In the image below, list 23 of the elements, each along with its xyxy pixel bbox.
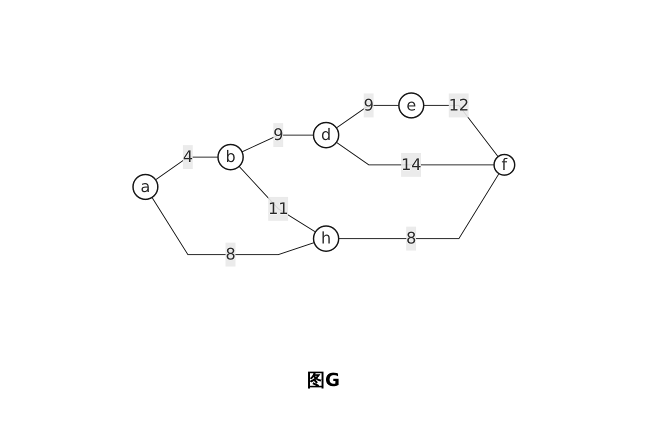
edge-label: 12 bbox=[448, 96, 469, 115]
connector bbox=[154, 156, 218, 180]
edge-label: 4 bbox=[182, 147, 193, 166]
edge-label: 8 bbox=[406, 228, 416, 248]
node-circle: h bbox=[312, 226, 340, 252]
node-circle: f bbox=[492, 154, 516, 176]
connector bbox=[336, 142, 494, 166]
connector bbox=[336, 105, 399, 129]
connector bbox=[151, 197, 314, 256]
connector bbox=[422, 105, 498, 158]
connector bbox=[241, 134, 314, 153]
node-circle: b bbox=[216, 144, 244, 171]
node-circle: e bbox=[398, 92, 424, 119]
edge-label: 11 bbox=[268, 199, 288, 218]
edge-label: 9 bbox=[272, 125, 284, 144]
caption: 图G bbox=[307, 369, 340, 392]
edge-label: 9 bbox=[363, 96, 374, 115]
edge-label: 8 bbox=[225, 244, 236, 264]
edge-label: 14 bbox=[400, 155, 422, 174]
connector bbox=[338, 173, 500, 240]
connector bbox=[238, 166, 316, 233]
node-circle: d bbox=[312, 122, 340, 149]
node-circle: a bbox=[132, 174, 158, 200]
